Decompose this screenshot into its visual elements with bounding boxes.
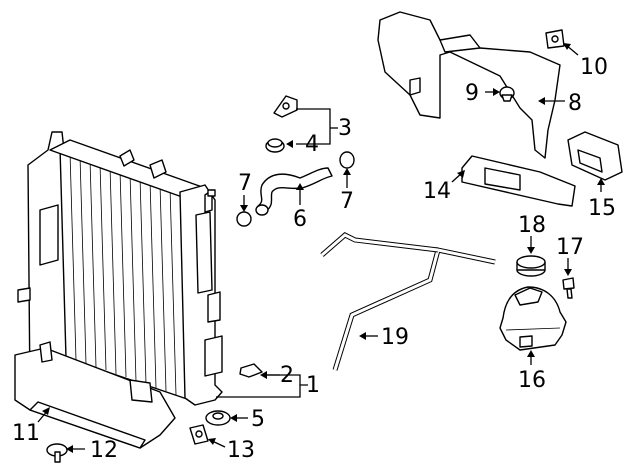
push-pin: [499, 86, 515, 102]
callout-6: 6: [293, 207, 307, 232]
reservoir-cap: [516, 255, 546, 277]
callout-8: 8: [568, 91, 582, 116]
callout-17: 17: [556, 235, 584, 260]
radiator-core-fins: [69, 151, 177, 396]
callout-15: 15: [588, 196, 616, 221]
callout-11: 11: [12, 421, 40, 446]
callout-3: 3: [338, 116, 352, 141]
drain-plug: [239, 363, 263, 378]
lower-air-deflector: [14, 341, 176, 449]
coolant-reservoir: [499, 286, 567, 351]
callout-18: 18: [518, 213, 546, 238]
upper-insulator: [265, 138, 285, 153]
lower-insulator: [205, 410, 231, 426]
callout-16: 16: [518, 368, 546, 393]
callout-10: 10: [580, 55, 608, 80]
callout-4: 4: [305, 132, 319, 157]
callout-12: 12: [90, 438, 118, 463]
upper-air-baffle: [461, 155, 576, 207]
clip: [545, 29, 565, 49]
callout-2: 2: [280, 363, 294, 388]
radiator-assembly: [17, 131, 223, 406]
reservoir-bolt: [562, 277, 575, 299]
callout-7-left: 7: [238, 171, 252, 196]
air-guide: [567, 131, 623, 181]
side-air-baffle: [377, 11, 561, 159]
hose-clamp-lower: [236, 211, 252, 227]
callout-1: 1: [306, 373, 320, 398]
upper-mount-bracket: [273, 95, 298, 118]
leader-lines: [37, 43, 605, 453]
callout-19: 19: [381, 325, 409, 350]
callout-14: 14: [423, 179, 451, 204]
callout-5: 5: [251, 407, 265, 432]
overflow-hose: [320, 232, 496, 371]
callout-labels: 1 2 3 4 5 6 7 7 8 9 10 11 12 13 14 15 16…: [12, 55, 616, 463]
callout-13: 13: [227, 438, 255, 463]
callout-7-right: 7: [340, 189, 354, 214]
retainer-pin: [46, 443, 68, 463]
bracket-clip: [189, 424, 209, 445]
callout-9: 9: [465, 81, 479, 106]
hose-clamp-upper: [339, 151, 355, 169]
